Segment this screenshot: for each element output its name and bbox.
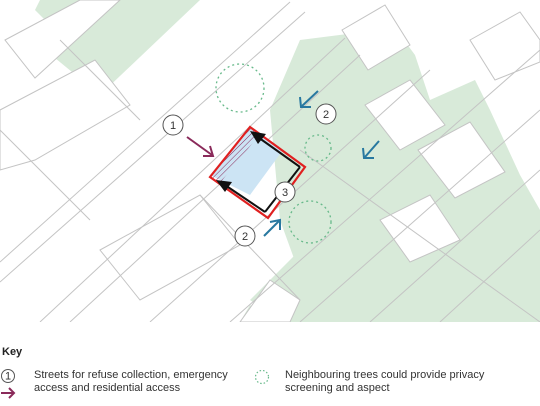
dotted-circle-icon [254, 369, 270, 385]
site-hatched-frontage [210, 127, 260, 184]
marker-2-north-label: 2 [323, 109, 329, 121]
building-east-2 [417, 121, 506, 199]
development-site [208, 125, 307, 220]
street-lines [0, 1, 540, 322]
aspect-arrow-east [362, 140, 380, 159]
route-line-south [221, 182, 266, 213]
buildings [0, 0, 540, 322]
site-outline [208, 125, 307, 220]
key-item-refuse-text: Streets for refuse collection, emergency… [34, 369, 228, 394]
building-east-1 [364, 79, 446, 151]
key-title: Key [2, 346, 23, 358]
map-key: Key 1 Streets for refuse collection, eme… [0, 322, 540, 405]
svg-text:1: 1 [5, 371, 11, 383]
marker-2-north: 2 [315, 103, 337, 125]
site-map: 1 2 2 3 [0, 0, 540, 322]
route-line-north [254, 134, 301, 168]
building-east-3 [379, 194, 461, 263]
aspect-arrow-north [299, 90, 319, 108]
tree-circle-1 [215, 63, 265, 113]
marker-arrow-icon: 1 [1, 369, 16, 399]
marker-2-south: 2 [234, 225, 256, 247]
marker-1-label: 1 [170, 120, 176, 132]
tree-circle-2 [304, 134, 332, 162]
route-arrowhead-north [250, 131, 266, 144]
green-space-east [270, 28, 540, 322]
aspect-arrows [263, 90, 380, 237]
marker-3-label: 3 [282, 187, 288, 199]
marker-3: 3 [274, 181, 296, 203]
tree-circle-3 [288, 200, 332, 244]
building-northwest [4, 0, 121, 79]
marker-2-south-label: 2 [242, 231, 248, 243]
refuse-arrow [186, 136, 215, 157]
site-light-area [210, 127, 283, 195]
key-item-trees-text: Neighbouring trees could provide privacy… [285, 369, 485, 394]
route-arrowhead-south [216, 180, 232, 192]
building-north-1 [341, 4, 411, 71]
building-northeast [469, 11, 540, 81]
aspect-arrow-south [263, 218, 281, 237]
building-west-1 [0, 59, 131, 171]
neighbouring-trees [215, 63, 332, 244]
marker-1: 1 [162, 114, 184, 136]
